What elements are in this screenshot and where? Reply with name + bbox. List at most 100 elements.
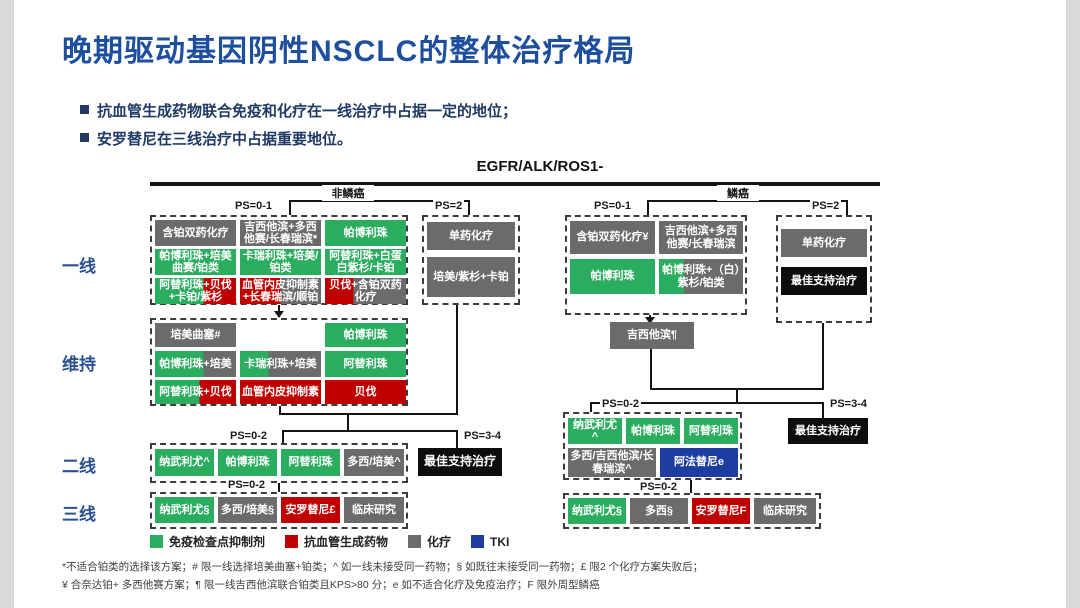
treatment-cell: 贝伐+含铂双药化疗 (325, 278, 406, 304)
legend-item-tki: TKI (471, 535, 509, 549)
treatment-cell: 阿替利珠 (684, 418, 738, 444)
legend-label: 免疫检查点抑制剂 (169, 535, 266, 549)
treatment-cell: 阿替利珠+贝伐 (155, 380, 236, 404)
treatment-cell: 帕博利珠+培美 (155, 351, 236, 377)
connector-line (279, 406, 281, 415)
treatment-cell: 多西/吉西他滨/长春瑞滨^ (568, 448, 656, 477)
footnotes: *不适合铂类的选择该方案；# 限一线选择培美曲塞+铂类；^ 如一线未接受同一药物… (62, 559, 1027, 595)
connector-line (650, 349, 652, 390)
connector-line (647, 200, 649, 215)
row-label-maintenance: 维持 (62, 355, 96, 374)
treatment-cell: 血管内皮抑制素+长春瑞滨/顺铂 (240, 278, 321, 304)
bsc-cell-right-second: 最佳支持治疗 (788, 418, 868, 444)
treatment-cell: 吉西他滨¶ (610, 322, 694, 349)
treatment-cell: 血管内皮抑制素 (240, 380, 321, 404)
connector-line (590, 402, 824, 404)
treatment-cell: 纳武利尤^ (155, 449, 214, 476)
antiangiogenic-swatch-icon (285, 535, 299, 548)
legend-item-chemo: 化疗 (408, 533, 451, 550)
connector-line (590, 402, 592, 412)
top-rule-line (150, 182, 880, 186)
connector-line (648, 200, 848, 202)
bsc-cell-left: 最佳支持治疗 (418, 448, 502, 476)
connector-line (846, 200, 848, 215)
treatment-cell-tki: 阿法替尼e (660, 448, 738, 477)
branch-label-nonsquamous: 非鳞癌 (322, 185, 374, 201)
treatment-cell: 帕博利珠 (218, 449, 277, 476)
page-title: 晚期驱动基因阴性NSCLC的整体治疗格局 (62, 35, 636, 68)
connector-line (456, 305, 458, 415)
legend: 免疫检查点抑制剂 抗血管生成药物 化疗 TKI (150, 533, 509, 550)
treatment-cell: 临床研究 (754, 498, 816, 524)
flow-header: EGFR/ALK/ROS1- (476, 158, 604, 175)
right-gray-margin (1066, 0, 1080, 608)
ps01-label-left: PS=0-1 (233, 200, 274, 212)
ps02-label-left-second: PS=0-2 (228, 430, 269, 442)
treatment-cell: 阿替利珠 (281, 449, 340, 476)
bullet-1-text: 抗血管生成药物联合免疫和化疗在一线治疗中占据一定的地位； (97, 103, 518, 120)
ps2-label-right: PS=2 (810, 200, 842, 212)
treatment-cell: 帕博利珠 (570, 259, 655, 294)
arrow-down-icon (274, 311, 284, 318)
treatment-cell: 纳武利尤§ (155, 497, 214, 523)
legend-label: 抗血管生成药物 (304, 535, 389, 549)
legend-label: TKI (490, 534, 510, 549)
treatment-cell: 帕博利珠 (325, 220, 406, 246)
treatment-cell: 安罗替尼F (692, 498, 750, 524)
chemo-swatch-icon (408, 535, 422, 548)
legend-item-immunotherapy: 免疫检查点抑制剂 (150, 533, 265, 550)
treatment-cell: 帕博利珠 (626, 418, 680, 444)
treatment-cell: 帕博利珠+（白）紫杉/铂类 (659, 259, 743, 294)
connector-line (290, 200, 470, 202)
treatment-cell: 帕博利珠+培美曲赛/铂类 (155, 249, 236, 275)
treatment-cell: 卡瑞利珠+培美 (240, 351, 321, 377)
connector-line (822, 402, 824, 418)
connector-line (347, 413, 349, 432)
treatment-cell: 含铂双药化疗¥ (570, 221, 655, 254)
row-label-third-line: 三线 (62, 505, 96, 524)
connector-line (282, 430, 458, 432)
arrow-down-icon (645, 317, 655, 324)
connector-line (736, 388, 738, 404)
treatment-cell: 含铂双药化疗 (155, 220, 236, 246)
treatment-cell: 多西§ (630, 498, 688, 524)
treatment-cell: 多西/培美^ (344, 449, 404, 476)
footnote-line-2: ¥ 合奈达铂+ 多西他赛方案；¶ 限一线吉西他滨联合铂类且KPS>80 分；e … (62, 578, 600, 591)
treatment-cell: 阿替利珠+白蛋白紫杉/卡铂 (325, 249, 406, 275)
bullet-2-text: 安罗替尼在三线治疗中占据重要地位。 (97, 131, 353, 148)
connector-line (289, 200, 291, 215)
connector-line (468, 200, 470, 215)
connector-line (690, 480, 692, 493)
ps34-label-right: PS=3-4 (828, 398, 869, 410)
ps02-label-left-third: PS=0-2 (226, 479, 267, 491)
treatment-cell: 培美/紫杉+卡铂 (427, 257, 515, 297)
treatment-cell: 单药化疗 (781, 229, 867, 257)
ps01-label-right: PS=0-1 (592, 200, 633, 212)
treatment-cell: 阿替利珠 (325, 351, 406, 377)
treatment-cell: 培美曲塞# (155, 323, 236, 347)
left-gray-margin (0, 0, 14, 608)
treatment-cell: 帕博利珠 (325, 323, 406, 347)
treatment-cell: 安罗替尼£ (281, 497, 340, 523)
connector-line (822, 323, 824, 390)
legend-label: 化疗 (427, 535, 452, 549)
connector-line (278, 305, 280, 313)
immunotherapy-swatch-icon (150, 535, 163, 548)
bullet-square-icon (80, 133, 89, 142)
ps02-label-right-third: PS=0-2 (638, 481, 679, 493)
treatment-cell: 吉西他滨+多西他赛/长春瑞滨 (659, 221, 743, 254)
treatment-cell: 吉西他滨+多西他赛/长春瑞滨* (240, 220, 321, 246)
connector-line (278, 483, 280, 492)
treatment-cell: 贝伐 (325, 380, 406, 404)
treatment-cell: 单药化疗 (427, 222, 515, 250)
bullet-2: 安罗替尼在三线治疗中占据重要地位。 (80, 128, 352, 149)
bsc-cell-right-first: 最佳支持治疗 (781, 267, 867, 295)
bullet-1: 抗血管生成药物联合免疫和化疗在一线治疗中占据一定的地位； (80, 100, 517, 121)
branch-label-squamous: 鳞癌 (717, 185, 759, 201)
treatment-cell: 多西/培美§ (218, 497, 277, 523)
treatment-cell: 纳武利尤^ (568, 418, 622, 444)
ps02-label-right-second: PS=0-2 (600, 398, 641, 410)
tki-swatch-icon (471, 535, 485, 548)
connector-line (282, 430, 284, 443)
treatment-cell: 纳武利尤§ (568, 498, 626, 524)
